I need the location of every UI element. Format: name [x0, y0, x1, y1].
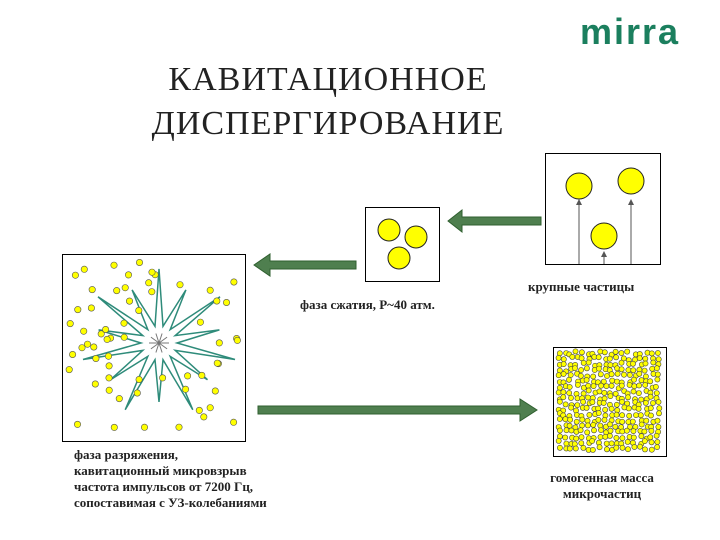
- arrow-to-rarefaction: [254, 254, 356, 276]
- arrow-to-compression: [448, 210, 541, 232]
- arrow-to-homogeneous: [258, 399, 537, 421]
